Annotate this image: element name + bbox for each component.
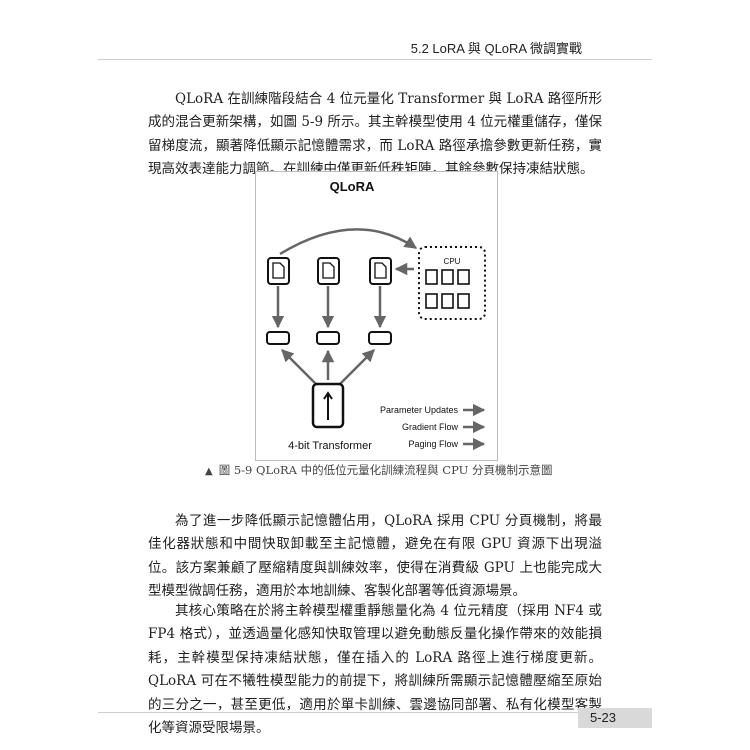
doc-icon-1 [267, 257, 290, 285]
paragraph-cpu-paging: 為了進一步降低顯示記憶體佔用，QLoRA 採用 CPU 分頁機制，將最佳化器狀態… [148, 512, 603, 600]
up-arrow-right [339, 349, 375, 385]
figure-caption: ▲ 圖 5-9 QLoRA 中的低位元量化訓練流程與 CPU 分頁機制示意圖 [205, 462, 552, 478]
doc-icon-3 [369, 257, 392, 285]
header-rule [98, 59, 652, 60]
caption-text: 圖 5-9 QLoRA 中的低位元量化訓練流程與 CPU 分頁機制示意圖 [218, 463, 553, 477]
transformer-label: 4-bit Transformer [288, 440, 372, 452]
legend-paging-flow: Paging Flow [408, 439, 458, 449]
paragraph-intro: QLoRA 在訓練階段結合 4 位元量化 Transformer 與 LoRA … [148, 90, 602, 178]
up-arrow-left [281, 349, 317, 385]
adapter-box-3 [368, 331, 392, 345]
footer-rule [98, 712, 652, 713]
legend-parameter-updates: Parameter Updates [380, 405, 459, 415]
page-number: 5-23 [590, 710, 617, 725]
cpu-label: CPU [444, 257, 461, 266]
legend-gradient-flow: Gradient Flow [402, 422, 459, 432]
paragraph-core-strategy: 其核心策略在於將主幹模型權重靜態量化為 4 位元精度（採用 NF4 或 FP4 … [148, 602, 602, 737]
caption-triangle-icon: ▲ [205, 466, 213, 477]
adapter-box-2 [316, 331, 340, 345]
qlora-figure: QLoRA CPU [255, 171, 498, 461]
cpu-box [418, 246, 486, 320]
doc-icon-2 [317, 257, 340, 285]
figure-title: QLoRA [330, 179, 375, 194]
page-header-title: 5.2 LoRA 與 QLoRA 微調實戰 [410, 41, 582, 56]
top-curve-arrow [279, 228, 418, 256]
page-number-box [578, 708, 652, 728]
adapter-box-1 [266, 331, 290, 345]
qlora-diagram: QLoRA CPU [266, 179, 486, 452]
cpu-doc-icons [425, 269, 470, 309]
